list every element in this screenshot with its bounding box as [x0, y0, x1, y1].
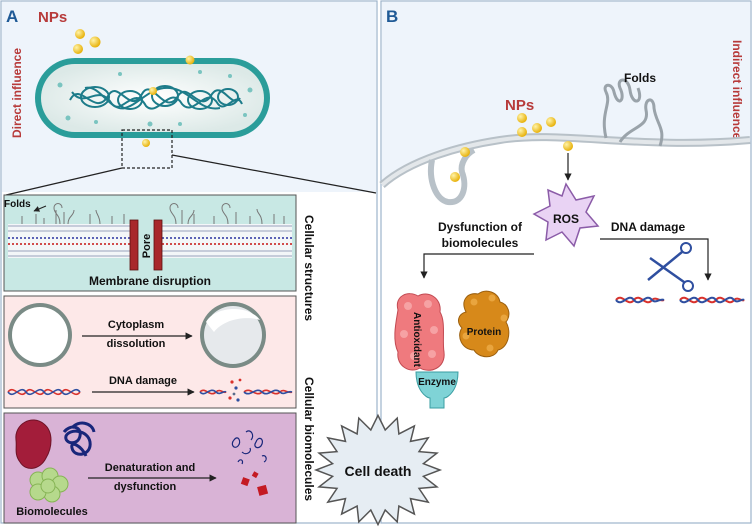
- dna-damage-label-b: DNA damage: [611, 220, 686, 234]
- nps-label-b: NPs: [505, 97, 534, 114]
- biomolecule-red: [15, 419, 52, 469]
- antioxidant-molecule: [394, 293, 445, 371]
- cell-death-shape: [313, 413, 443, 527]
- folds-arrow-a: [33, 205, 47, 212]
- denatured-red-fragments: [240, 471, 269, 496]
- direct-influence-label: Direct influence: [10, 48, 24, 138]
- denaturation-label: Denaturation and: [105, 462, 195, 474]
- pore-protein-left: [129, 219, 139, 271]
- nanoparticle: [460, 147, 470, 157]
- biomolecules-section: Biomolecules Denaturation and dysfunctio…: [3, 412, 297, 524]
- zoom-box: [121, 129, 173, 169]
- folds-label-b: Folds: [624, 71, 656, 85]
- cytoplasm-granules: [57, 70, 253, 127]
- dna-damage-arrow-b: [600, 238, 712, 281]
- dissolved-cytoplasm: [206, 308, 260, 332]
- nanoparticles-b: [450, 113, 573, 182]
- biomolecules-label-b: biomolecules: [442, 236, 519, 250]
- lipid-bilayer-left: [8, 224, 130, 258]
- scissors-icon: [647, 242, 694, 292]
- nanoparticle: [142, 139, 150, 147]
- damaged-dna: [199, 389, 293, 395]
- nanoparticle: [532, 123, 542, 133]
- dna-damage-label-a: DNA damage: [109, 375, 177, 387]
- enzyme-label: Enzyme: [418, 377, 456, 388]
- cell-death-label: Cell death: [345, 463, 412, 479]
- dysfunction-label-a: dysfunction: [114, 481, 177, 493]
- nanoparticle: [73, 44, 83, 54]
- cell-death-burst: Cell death: [313, 413, 443, 527]
- bacterium-cell: [35, 55, 270, 147]
- cellular-structures-label: Cellular structures: [302, 215, 316, 321]
- indirect-influence-label: Indirect influence: [730, 40, 744, 140]
- dissolution-label: dissolution: [107, 338, 166, 350]
- folds-label-a: Folds: [4, 199, 31, 210]
- membrane-disruption-section: Pore Folds Membrane disruption: [3, 194, 297, 292]
- zoom-line-right: [171, 154, 377, 194]
- intact-cell-interior: [12, 307, 68, 363]
- panel-b-letter: B: [386, 7, 398, 26]
- nanoparticle: [185, 55, 195, 65]
- cut-dna-b: [615, 296, 745, 304]
- ros-star: [532, 182, 600, 248]
- panel-a-letter: A: [6, 7, 18, 26]
- membrane-invagination: [428, 147, 476, 206]
- membrane-folds: [21, 203, 285, 225]
- ros-label: ROS: [553, 212, 579, 226]
- cytoplasm-label: Cytoplasm: [108, 319, 164, 331]
- panel-a: A Direct influence NPs: [0, 0, 378, 524]
- nanoparticle: [75, 29, 85, 39]
- nanoparticle: [563, 141, 573, 151]
- membrane-disruption-label: Membrane disruption: [89, 274, 211, 288]
- nanoparticles-a: [73, 29, 101, 54]
- cytoplasm-dna-section: Cytoplasm dissolution DNA damage: [3, 295, 297, 409]
- nanoparticle: [546, 117, 556, 127]
- zoom-line-left: [5, 167, 123, 196]
- panel-b-folds: [602, 78, 664, 147]
- panel-b: B Indirect influence Folds NPs ROS: [379, 0, 752, 524]
- pore-label: Pore: [141, 234, 153, 258]
- protein-label: Protein: [467, 327, 501, 338]
- biomolecule-green: [29, 467, 69, 503]
- protein-molecule: [458, 290, 510, 358]
- lipid-bilayer-right: [162, 224, 292, 258]
- biomolecule-blue-coil: [62, 421, 96, 457]
- antioxidant-label: Antioxidant: [411, 312, 422, 368]
- nanoparticle: [89, 36, 101, 48]
- nps-label-a: NPs: [38, 9, 67, 26]
- dysfunction-arrow: [420, 253, 534, 279]
- biomolecules-label: Biomolecules: [16, 506, 88, 518]
- panel-b-membrane: [379, 133, 751, 189]
- intact-dna: [7, 388, 81, 396]
- cellular-biomolecules-label: Cellular biomolecules: [302, 377, 316, 501]
- dysfunction-label-b: Dysfunction of: [438, 220, 523, 234]
- nanoparticle: [517, 127, 527, 137]
- nanoparticle: [149, 87, 157, 95]
- nanoparticle: [517, 113, 527, 123]
- enzyme-molecule: [415, 371, 459, 409]
- dna-fragments: [228, 378, 242, 402]
- nanoparticle: [450, 172, 460, 182]
- denatured-fragments: [231, 430, 267, 465]
- pore-protein-right: [153, 219, 163, 271]
